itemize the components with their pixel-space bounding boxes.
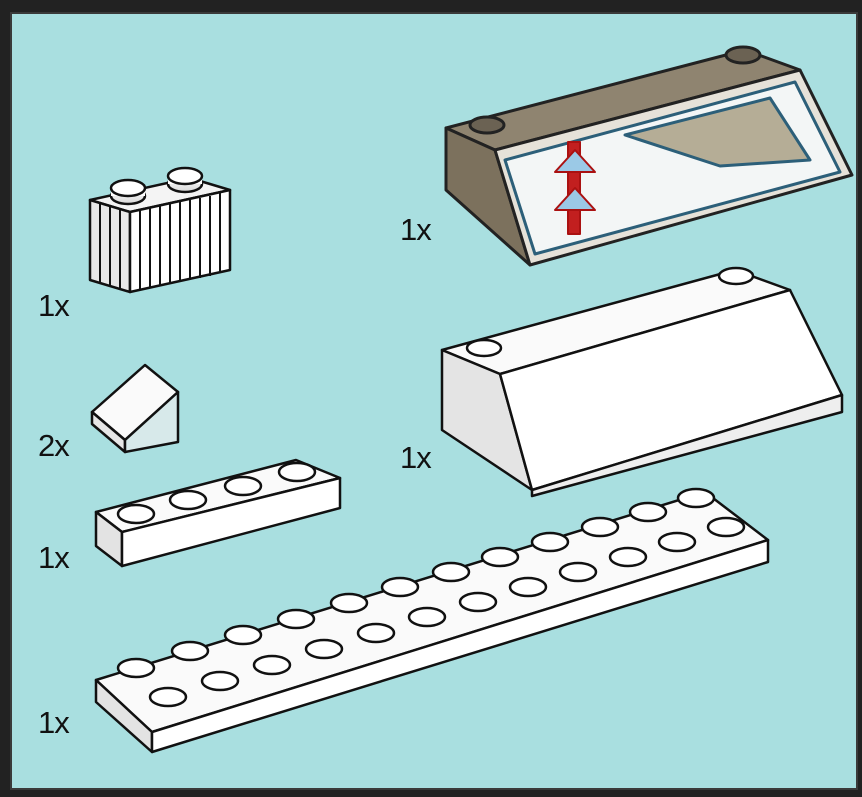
slope-1x1-icon [92, 365, 178, 452]
quantity-label: 1x [38, 540, 69, 576]
quantity-label: 1x [38, 288, 69, 324]
quantity-label: 2x [38, 428, 69, 464]
quantity-label: 1x [400, 440, 431, 476]
brick-1x2-grille-icon [90, 168, 230, 292]
windscreen-icon [446, 47, 852, 265]
slope-2x4-icon [442, 268, 842, 496]
quantity-label: 1x [400, 212, 431, 248]
quantity-label: 1x [38, 705, 69, 741]
plate-1x4-icon [96, 460, 340, 566]
